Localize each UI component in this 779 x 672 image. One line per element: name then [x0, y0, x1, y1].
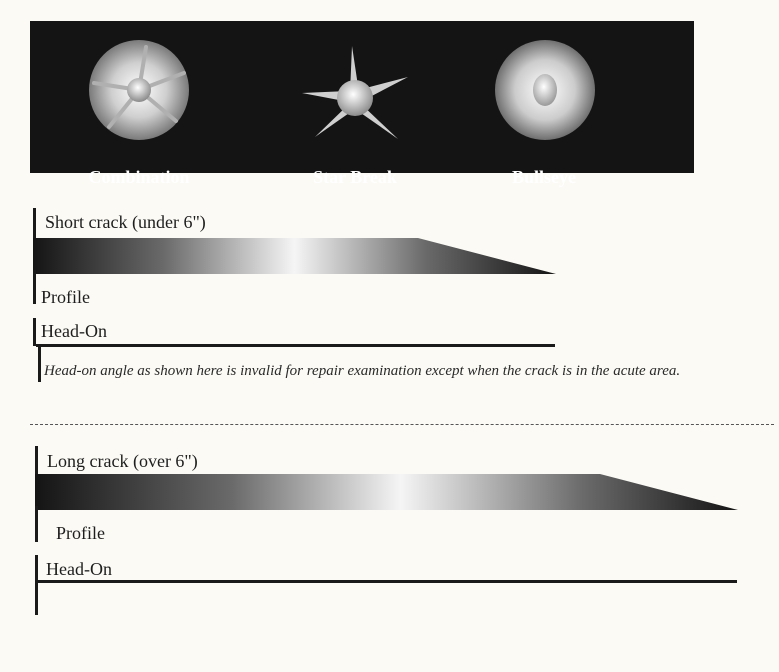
short-crack-marker	[33, 208, 36, 240]
long-crack-marker	[35, 446, 38, 478]
section-divider	[30, 424, 774, 425]
short-headon-label: Head-On	[41, 321, 107, 341]
long-profile-label: Profile	[56, 523, 105, 543]
long-headon-line	[38, 580, 737, 583]
long-headon-label: Head-On	[46, 559, 112, 579]
short-crack-note: Head-on angle as shown here is invalid f…	[44, 363, 681, 379]
short-crack-profile	[33, 238, 556, 274]
short-crack-title: Short crack (under 6")	[45, 212, 206, 232]
short-headon-tick	[38, 346, 41, 382]
star-break-crack-icon	[302, 46, 408, 139]
short-profile-label: Profile	[41, 287, 90, 307]
bullseye-label: Bullseye	[511, 167, 576, 187]
long-profile-marker	[35, 506, 38, 542]
short-headon-marker	[33, 318, 36, 346]
crack-types-banner: Combination Star Break	[30, 21, 694, 187]
long-crack-profile	[35, 474, 738, 510]
bullseye-crack-icon	[495, 40, 595, 140]
star-break-label: Star Break	[313, 167, 397, 187]
short-profile-marker	[33, 270, 36, 304]
long-headon-marker	[35, 555, 38, 615]
combination-label: Combination	[88, 167, 190, 187]
long-crack-title: Long crack (over 6")	[47, 451, 198, 471]
short-headon-line	[36, 344, 555, 347]
combination-crack-icon	[89, 40, 189, 140]
